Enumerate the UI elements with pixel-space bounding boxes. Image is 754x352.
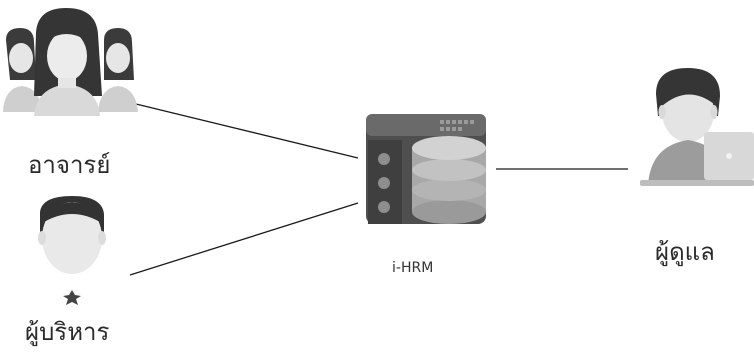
connector-teachers-system	[135, 103, 359, 159]
system-label: i-HRM	[392, 260, 434, 276]
executive-person-icon	[38, 196, 106, 305]
executive-label: ผู้บริหาร	[25, 318, 110, 346]
teacher-group-icon	[3, 8, 138, 116]
admin-laptop-icon	[640, 68, 754, 186]
admin-label: ผู้ดูแล	[655, 238, 715, 266]
teachers-label: อาจารย์	[28, 151, 111, 179]
server-database-icon	[366, 114, 486, 224]
connector-executive-system	[129, 202, 359, 276]
